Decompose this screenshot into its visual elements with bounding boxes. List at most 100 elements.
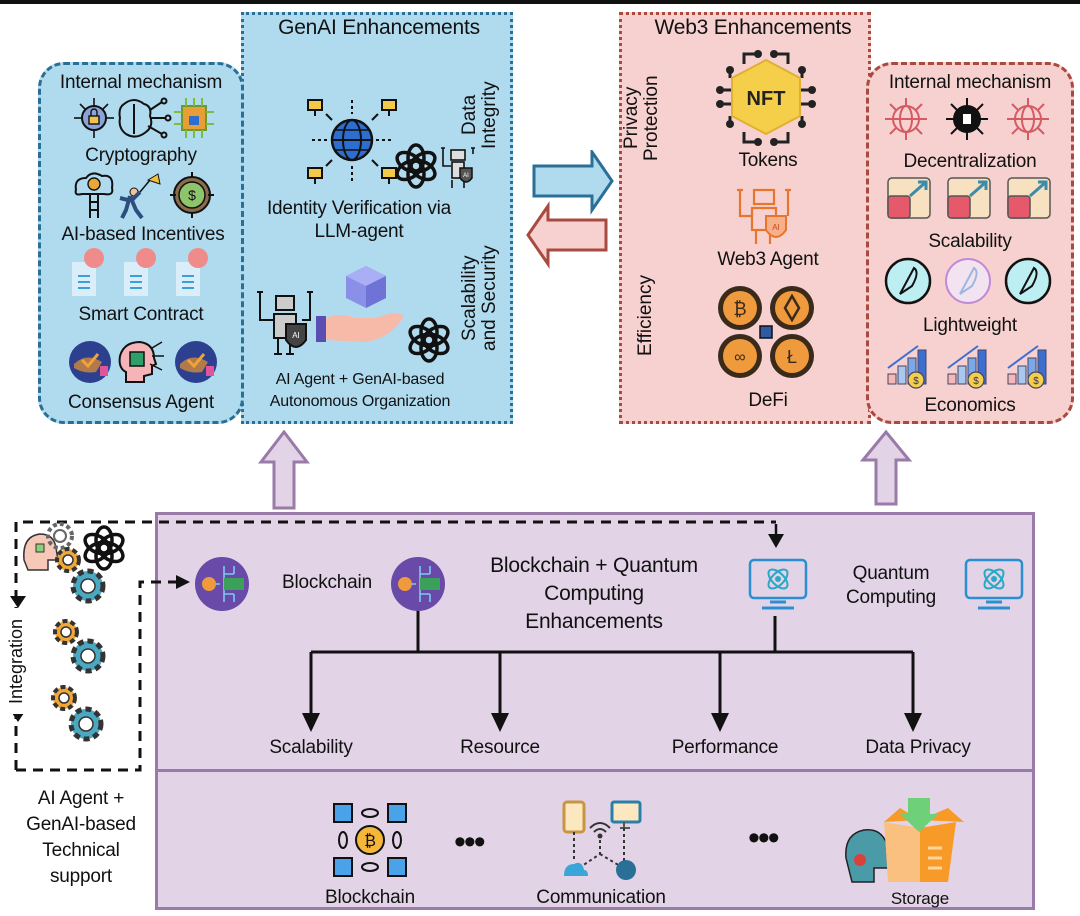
hand-holding-cube-icon bbox=[316, 266, 404, 342]
consensus-agent-icons bbox=[66, 338, 222, 386]
handshake-check-icon bbox=[69, 341, 111, 383]
openai-logo-icon bbox=[83, 525, 125, 571]
outcome-performance: Performance bbox=[671, 737, 779, 758]
infra-communication-label: Communication bbox=[536, 887, 666, 908]
consensus-agent-label: Consensus Agent bbox=[68, 392, 214, 413]
nft-token-icon: NFT bbox=[716, 50, 816, 146]
label-line: Computing bbox=[845, 587, 937, 608]
label-line: support bbox=[50, 866, 112, 887]
decentralization-label: Decentralization bbox=[903, 151, 1037, 172]
blockchain-money-chip-icon bbox=[195, 557, 249, 611]
scalability-icons bbox=[887, 177, 1051, 219]
document-brain-icon bbox=[176, 248, 208, 296]
arrow-head-integration-up bbox=[10, 596, 26, 608]
blockchain-money-chip-icon bbox=[391, 557, 445, 611]
globe-network-icon bbox=[885, 98, 927, 140]
panel-divider bbox=[155, 769, 1035, 772]
dollar-sign: $ bbox=[188, 187, 196, 203]
feather-icon bbox=[1004, 257, 1052, 305]
quantum-computer-icon bbox=[964, 558, 1024, 610]
title-line: Computing bbox=[544, 582, 644, 605]
infra-storage-label: Storage bbox=[890, 889, 950, 908]
ai-storage-box-icon bbox=[845, 798, 964, 883]
quantum-computer-icon bbox=[748, 558, 808, 610]
document-brain-icon bbox=[72, 248, 104, 296]
arrow-up-web3-icon bbox=[860, 430, 912, 506]
outcome-resource: Resource bbox=[460, 737, 540, 758]
bidirectional-arrows bbox=[526, 150, 614, 269]
side-label-line: and Security bbox=[478, 245, 500, 351]
genai-internal-title: Internal mechanism bbox=[59, 72, 223, 93]
economics-icons: $ $ $ bbox=[887, 345, 1047, 389]
dao-label: AI Agent + GenAI-based Autonomous Organi… bbox=[246, 369, 474, 413]
decentralization-icons bbox=[885, 98, 1049, 140]
feather-icon bbox=[884, 257, 932, 305]
web3-title: Web3 Enhancements bbox=[654, 16, 852, 39]
dollar-sign: $ bbox=[913, 376, 919, 387]
communication-network-icon bbox=[562, 800, 642, 880]
lightweight-label: Lightweight bbox=[923, 315, 1017, 336]
coin-glyph: Ł bbox=[787, 347, 797, 367]
dollar-sign: $ bbox=[1033, 376, 1039, 387]
bitcoin-coin-icon: ₿ bbox=[718, 286, 762, 330]
ai-text: AI bbox=[463, 173, 469, 179]
money-bag-target-icon: $ bbox=[170, 172, 214, 218]
title-line: Blockchain + Quantum bbox=[490, 554, 698, 577]
label-line: Identity Verification via bbox=[266, 198, 452, 219]
arrow-head-right bbox=[176, 575, 190, 589]
label-line: LLM-agent bbox=[314, 221, 404, 242]
lightweight-icons bbox=[884, 257, 1052, 305]
cryptography-icons bbox=[72, 96, 218, 140]
integration-label: Integration bbox=[6, 608, 26, 714]
arrow-head-down bbox=[768, 534, 784, 548]
arrow-right-icon bbox=[532, 150, 614, 215]
label-line: Technical bbox=[42, 840, 120, 861]
tokens-label: Tokens bbox=[738, 150, 798, 171]
title-line: Enhancements bbox=[525, 610, 663, 633]
infra-blockchain-label: Blockchain bbox=[325, 887, 415, 908]
smart-contract-icons bbox=[68, 248, 220, 298]
head-chip-icon bbox=[118, 340, 164, 383]
openai-logo-icon bbox=[408, 317, 450, 363]
cube-icon bbox=[759, 325, 773, 339]
outcome-scalability: Scalability bbox=[269, 737, 353, 758]
ai-robot-shield-icon: AI bbox=[441, 147, 475, 188]
outcome-data-privacy: Data Privacy bbox=[865, 737, 971, 758]
openai-logo-icon bbox=[395, 143, 437, 189]
handshake-check-icon bbox=[175, 341, 217, 383]
identity-verification-label: Identity Verification via LLM-agent bbox=[248, 197, 470, 243]
litecoin-coin-icon: Ł bbox=[770, 334, 814, 378]
globe-network-icon bbox=[1007, 98, 1049, 140]
orange-gear-icon bbox=[55, 547, 81, 573]
web3-agent-label: Web3 Agent bbox=[717, 249, 819, 270]
arrow-up-genai-icon bbox=[258, 430, 310, 510]
side-label-line: Data bbox=[459, 94, 480, 136]
quantum-computing-label: Quantum Computing bbox=[826, 562, 956, 610]
ai-incentives-icons: $ bbox=[70, 170, 220, 220]
globe-network-icon bbox=[946, 98, 988, 140]
label-line: Quantum bbox=[852, 563, 930, 584]
connector-lines bbox=[10, 520, 922, 772]
economics-label: Economics bbox=[924, 395, 1016, 416]
genai-side-label-data-integrity: Data Integrity bbox=[459, 74, 500, 156]
cryptography-label: Cryptography bbox=[85, 145, 197, 166]
ellipsis-dots: ••• bbox=[748, 819, 780, 857]
scalability-label: Scalability bbox=[928, 231, 1012, 252]
orange-gear-icon bbox=[53, 619, 79, 645]
ripple-coin-icon: ∞ bbox=[718, 334, 762, 378]
ai-text: AI bbox=[292, 331, 300, 340]
blockchain-label: Blockchain bbox=[282, 572, 372, 593]
side-label-line: Protection bbox=[640, 75, 662, 161]
ai-text: AI bbox=[772, 223, 780, 232]
blue-gear-icon bbox=[70, 568, 106, 604]
growth-chart-dollar-icon: $ bbox=[887, 345, 927, 389]
businessman-chasing-reward-icon bbox=[119, 173, 161, 220]
coin-glyph: ₿ bbox=[733, 299, 746, 319]
integration-gears-cluster bbox=[23, 522, 125, 742]
technical-support-label: AI Agent + GenAI-based Technical support bbox=[18, 786, 144, 890]
growth-chart-dollar-icon: $ bbox=[1007, 345, 1047, 389]
nft-badge-text: NFT bbox=[747, 88, 786, 110]
dollar-sign: $ bbox=[973, 376, 979, 387]
label-line: GenAI-based bbox=[26, 814, 136, 835]
growth-chart-dollar-icon: $ bbox=[947, 345, 987, 389]
